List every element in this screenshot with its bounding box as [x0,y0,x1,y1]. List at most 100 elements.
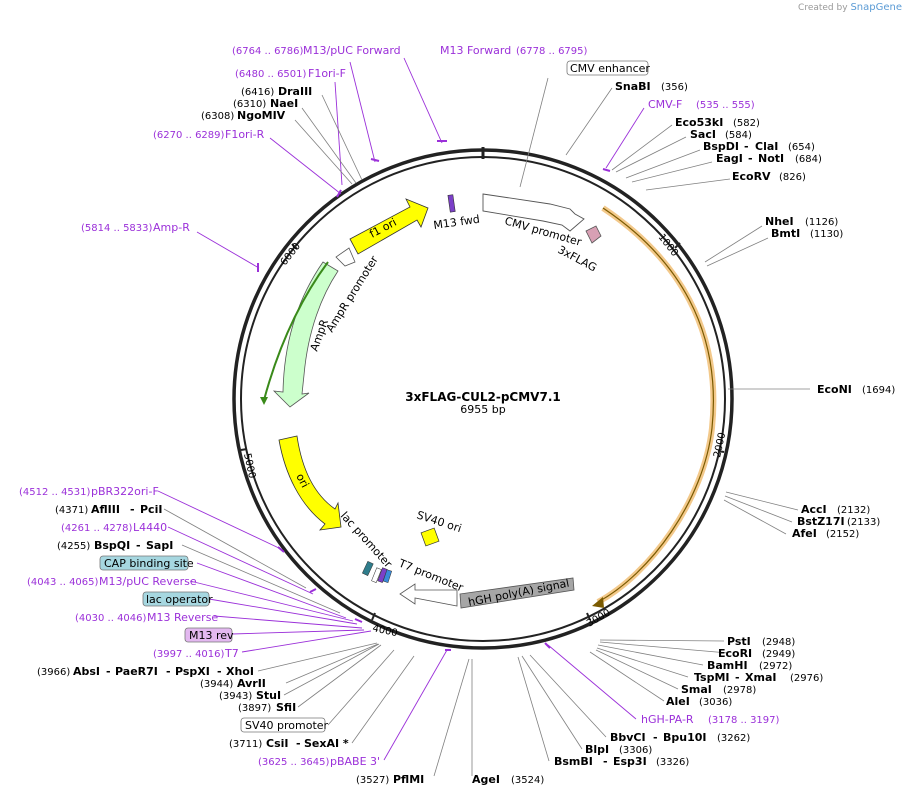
csii-pos: (3711) [229,739,262,750]
primer-f1ori-r[interactable]: F1ori-R [225,128,265,141]
primer-m13puc-fwd[interactable]: M13/pUC Forward [303,44,401,57]
blpi-pos: (3306) [619,745,652,756]
sv40-promoter-label: SV40 promoter [245,719,329,732]
tspmi-enzyme[interactable]: TspMI [694,671,730,684]
clai-enzyme[interactable]: ClaI [755,140,778,153]
avrii-enzyme[interactable]: AvrII [237,677,266,690]
bamhi-enzyme[interactable]: BamHI [707,659,748,672]
lac-operator-box-label: lac operator [146,593,213,606]
sfii-enzyme[interactable]: SfiI [276,701,296,714]
cmv-promoter-arrow[interactable] [482,193,585,232]
esp3i-enzyme[interactable]: Esp3I [613,755,647,768]
afei-enzyme[interactable]: AfeI [792,527,817,540]
sexai-enzyme[interactable]: SexAI * [304,737,349,750]
lac-operator-box[interactable] [142,591,210,607]
sv40-promoter-box[interactable] [240,717,326,733]
agei-enzyme[interactable]: AgeI [472,773,500,786]
snab1-enzyme[interactable]: SnaBI [615,80,651,93]
bpu10i-enzyme[interactable]: Bpu10I [663,731,707,744]
afliii-enzyme[interactable]: AflIII [91,503,120,516]
t7-promoter-label: T7 promoter [396,556,466,594]
bspqi-enzyme[interactable]: BspQI [94,539,130,552]
ampr-arrow[interactable] [272,261,339,408]
dra3-enzyme[interactable]: DraIII [278,85,312,98]
bmti-enzyme[interactable]: BmtI [771,227,800,240]
bstz17i-pos: (2133) [847,517,880,528]
f1-ori-arrow[interactable] [349,198,429,255]
bbvci-enzyme[interactable]: BbvCI [610,731,646,744]
svg-text:-: - [217,665,222,678]
alei-enzyme[interactable]: AleI [666,695,690,708]
m13-rev-box[interactable] [184,627,233,643]
primer-m13-fwd[interactable]: M13 Forward [440,44,511,57]
blpi-enzyme[interactable]: BlpI [585,743,609,756]
primer-f1ori-f-pos: (6480 .. 6501) [235,69,307,80]
eco53ki-enzyme[interactable]: Eco53kI [675,116,723,129]
pspxi-enzyme[interactable]: PspXI [175,665,210,678]
hgh-polya-box[interactable] [459,577,575,609]
created-by-text: Created by [798,3,848,13]
xhoi-enzyme[interactable]: XhoI [226,665,254,678]
nae1-enzyme[interactable]: NaeI [270,97,298,110]
bspdi-enzyme[interactable]: BspDI [703,140,739,153]
ngomiv-pos: (6308) [201,111,234,122]
primer-pbabe3[interactable]: pBABE 3' [330,755,380,768]
primer-m13-rev[interactable]: M13 Reverse [147,611,218,624]
svg-text:-: - [603,755,608,768]
cap-binding-box[interactable] [99,555,189,571]
m13-fwd-label: M13 fwd [433,213,481,232]
cap-site[interactable] [361,560,374,576]
primer-amp-r[interactable]: Amp-R [153,221,190,234]
primer-m13-fwd-pos: (6778 .. 6795) [516,46,588,57]
paer7i-enzyme[interactable]: PaeR7I [115,665,158,678]
smai-enzyme[interactable]: SmaI [681,683,712,696]
bstz17i-enzyme[interactable]: BstZ17I [797,515,845,528]
bsmbi-enzyme[interactable]: BsmBI [554,755,593,768]
ampr-promoter-arrow[interactable] [335,247,356,267]
ampr-primer-head [260,397,268,405]
csii-enzyme[interactable]: CsiI [266,737,288,750]
primer-hgh-pa-r[interactable]: hGH-PA-R [641,713,694,726]
saci-pos: (584) [725,130,752,141]
primer-f1ori-f[interactable]: F1ori-F [308,67,346,80]
primer-l4440[interactable]: L4440 [133,521,167,534]
t7-promoter-arrow[interactable] [399,583,458,607]
sv40-ori[interactable] [420,527,440,547]
primer-pbabe3-pos: (3625 .. 3645) [258,757,330,768]
t7-site[interactable] [382,569,393,583]
flag-tag[interactable] [585,225,602,244]
ecori-pos: (2949) [762,649,795,660]
xmai-pos: (2976) [790,673,823,684]
acci-enzyme[interactable]: AccI [801,503,827,516]
stui-enzyme[interactable]: StuI [256,689,281,702]
esp3i-pos: (3326) [656,757,689,768]
primer-cmv-f[interactable]: CMV-F [648,98,682,111]
ecorv-enzyme[interactable]: EcoRV [732,170,771,183]
primer-m13puc-rev[interactable]: M13/pUC Reverse [99,575,197,588]
psti-enzyme[interactable]: PstI [727,635,751,648]
xmai-enzyme[interactable]: XmaI [745,671,776,684]
m13-rev-box-label: M13 rev [189,629,234,642]
pflmi-enzyme[interactable]: PflMI [393,773,424,786]
pcii-enzyme[interactable]: PciI [140,503,162,516]
econi-enzyme[interactable]: EcoNI [817,383,852,396]
ecori-enzyme[interactable]: EcoRI [718,647,752,660]
ngomiv-enzyme[interactable]: NgoMIV [237,109,286,122]
lac-operator-site[interactable] [371,567,382,583]
saci-enzyme[interactable]: SacI [690,128,716,141]
primer-pbr322ori-f[interactable]: pBR322ori-F [91,485,159,498]
ampr-promoter-label: AmpR promoter [324,253,382,334]
m13-fwd-site[interactable] [447,194,456,213]
nhei-enzyme[interactable]: NheI [765,215,794,228]
primer-t7[interactable]: T7 [224,647,239,660]
primer-m13puc-rev-pos: (4043 .. 4065) [27,577,99,588]
absi-enzyme[interactable]: AbsI [73,665,100,678]
noti-pos: (684) [795,154,822,165]
cmv-enhancer-box[interactable] [566,60,649,76]
sapi-enzyme[interactable]: SapI [146,539,173,552]
cul2-arc-line [597,207,714,603]
noti-enzyme[interactable]: NotI [758,152,784,165]
primer-cmv-f-pos: (535 .. 555) [696,100,755,111]
eagi-enzyme[interactable]: EagI [716,152,743,165]
ori-arrow[interactable] [278,435,342,531]
